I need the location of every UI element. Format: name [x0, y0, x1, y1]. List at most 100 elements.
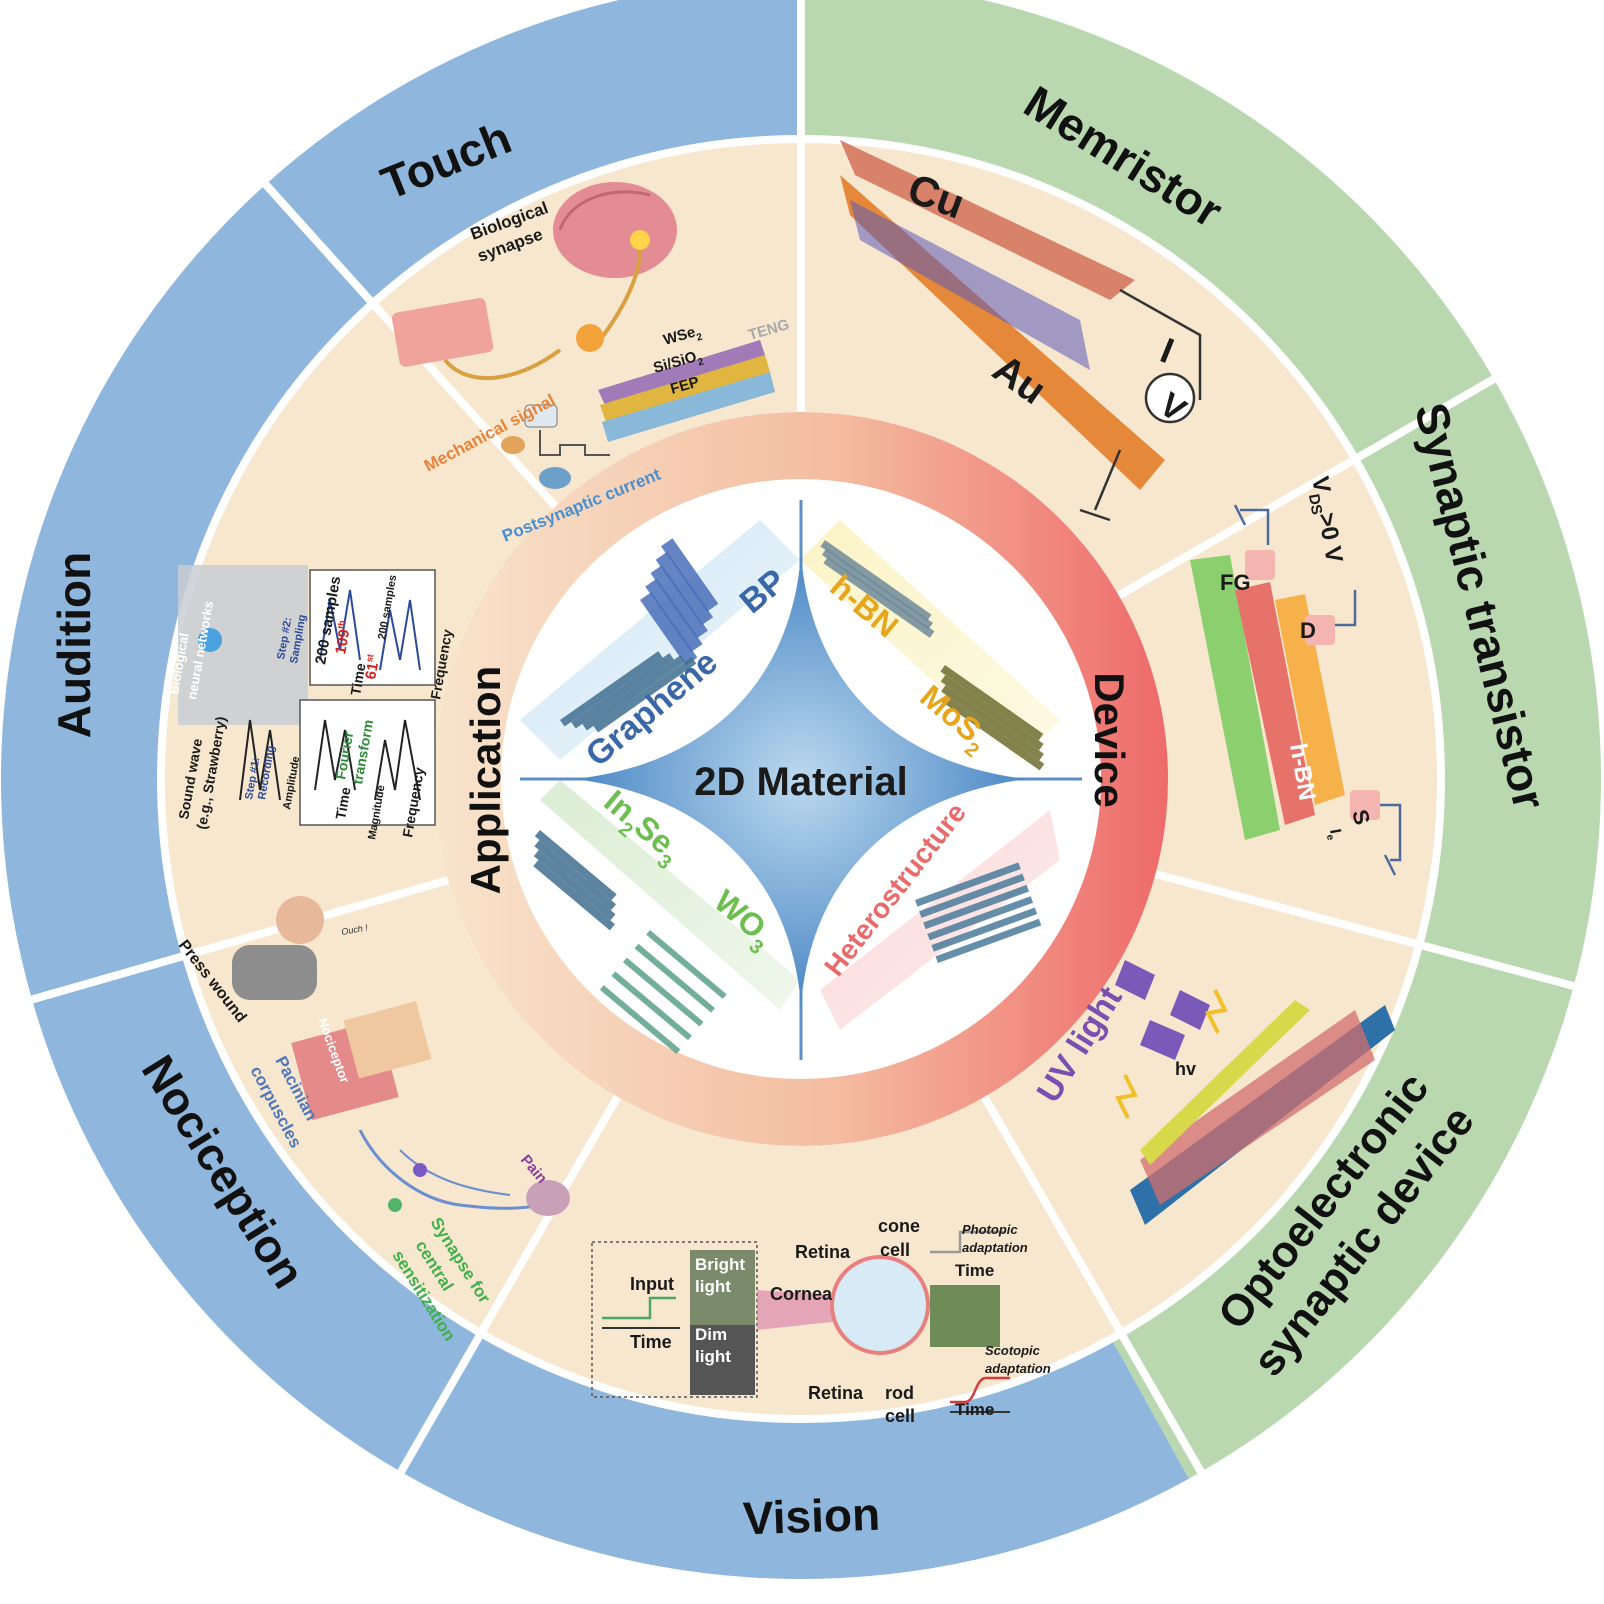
- label-cone-1: cone: [878, 1216, 920, 1236]
- mos2-crystal-layer: [941, 694, 1045, 771]
- wo3-crystal-layer: [634, 943, 716, 1013]
- label-photopic-2: adaptation: [962, 1240, 1028, 1255]
- lightning-2: [1205, 989, 1228, 1034]
- in2se3-wo3-ribbon: [540, 780, 800, 1010]
- synapse-node-1: [413, 1163, 427, 1177]
- graphene-crystal-layer: [593, 657, 697, 733]
- current-icon: [539, 467, 571, 489]
- hbn-crystal-layer: [820, 539, 932, 622]
- label-dim-1: Dim: [695, 1325, 727, 1344]
- in2se3-crystal: [533, 829, 617, 931]
- label-scotopic-1: Scotopic: [985, 1343, 1041, 1358]
- wo3-crystal-layer: [599, 985, 681, 1055]
- crystal-illustrations: [533, 538, 1045, 1055]
- fg-layer: [1190, 555, 1280, 840]
- in2se3-crystal-layer: [534, 829, 617, 901]
- mos2-crystal-layer: [941, 684, 1044, 761]
- brain-illustration: [553, 182, 677, 278]
- photon-3: [1170, 990, 1210, 1030]
- graphene-crystal-layer: [571, 653, 675, 729]
- wo3-crystal-layer: [611, 971, 692, 1041]
- in2se3-crystal-layer: [533, 849, 616, 921]
- channel-layer: [1275, 594, 1345, 805]
- label-time-bottom: Time: [955, 1400, 994, 1419]
- label-time-input: Time: [630, 1332, 672, 1352]
- dim-light-image: [690, 1325, 755, 1395]
- center-title: 2D Material: [694, 760, 907, 804]
- label-input: Input: [630, 1274, 674, 1294]
- label-109th: 109th: [331, 620, 355, 656]
- neuron-icon: [576, 324, 604, 352]
- label-bright-1: Bright: [695, 1255, 745, 1274]
- cu-electrode: [840, 140, 1135, 300]
- label-rod-2: cell: [885, 1406, 915, 1426]
- mos2-crystal-layer: [940, 674, 1044, 751]
- light-beam: [757, 1290, 850, 1330]
- mos2-crystal: [940, 664, 1045, 771]
- tissue-block: [343, 1001, 432, 1079]
- heterostructure-crystal-layer: [935, 918, 1042, 963]
- label-time-a: Time: [347, 662, 368, 697]
- bp-crystal-layer: [660, 538, 719, 612]
- photon-2: [1140, 1020, 1185, 1060]
- label-retina-top: Retina: [795, 1242, 851, 1262]
- heterostructure-crystal-layer: [919, 873, 1025, 918]
- teng-layer-3: [602, 372, 775, 442]
- graphene-crystal-layer: [582, 655, 686, 731]
- eye-illustration: [830, 1255, 930, 1355]
- hbn-crystal: [820, 539, 935, 638]
- divider-4: [397, 1094, 621, 1474]
- panel-outer-border: [157, 135, 1445, 1423]
- heterostructure-crystal-layer: [923, 884, 1029, 930]
- bp-crystal-layer: [655, 551, 714, 626]
- divider-2: [1154, 870, 1575, 990]
- brain-small: [526, 1180, 570, 1216]
- label-hv: hv: [1175, 1059, 1196, 1079]
- hbn-crystal-layer: [821, 548, 933, 630]
- bp-crystal: [640, 538, 719, 666]
- label-bright-2: light: [695, 1277, 731, 1296]
- label-cone-2: cell: [880, 1240, 910, 1260]
- bp-crystal-layer: [650, 565, 708, 639]
- wo3-crystal-layer: [646, 929, 727, 999]
- bright-light-image: [690, 1250, 755, 1325]
- top-electrode: [1140, 1000, 1310, 1165]
- label-time-top: Time: [955, 1261, 994, 1280]
- hbn-layer: [1235, 582, 1315, 825]
- label-s: S: [1347, 807, 1375, 828]
- label-retina-bottom: Retina: [808, 1383, 864, 1403]
- drain-contact: [1305, 615, 1335, 645]
- divider-1: [1116, 375, 1496, 599]
- ground-symbol: [1079, 508, 1111, 522]
- ground-s: [1383, 854, 1397, 876]
- teng-layer-1: [598, 340, 765, 405]
- source-contact: [1350, 790, 1380, 820]
- mechanical-signal-icon: [524, 404, 558, 428]
- bp-crystal-layer: [645, 578, 703, 653]
- label-cornea: Cornea: [770, 1284, 833, 1304]
- nanowire-array: [1140, 1010, 1375, 1205]
- segment-title-vision: Vision: [742, 1488, 881, 1545]
- skin-block: [391, 298, 494, 367]
- outer-band-application: [1, 0, 1189, 1579]
- neural-network-icon: [198, 628, 222, 652]
- pressure-icon: [501, 436, 525, 454]
- heterostructure-crystal-layer: [915, 862, 1021, 907]
- center-star: [575, 555, 1027, 1005]
- vision-panel: Input Time Bright light Dim light Cornea…: [591, 1216, 1051, 1426]
- fg-contact: [1245, 550, 1275, 580]
- label-61st: 61st: [361, 653, 383, 680]
- transistor-panel: VDS>0 V FG D S h-BN Ie: [1190, 474, 1402, 876]
- brain-highlight: [630, 230, 650, 250]
- divider-3: [981, 1094, 1205, 1474]
- divider-5: [30, 876, 450, 1004]
- person-body: [232, 945, 317, 1000]
- graphene-crystal-layer: [559, 651, 663, 727]
- wo3-crystal: [599, 929, 727, 1055]
- wo3-crystal-layer: [623, 957, 704, 1027]
- ring-title-application: Application: [462, 666, 509, 895]
- ground-fg: [1233, 504, 1247, 526]
- bp-crystal-layer: [640, 591, 698, 666]
